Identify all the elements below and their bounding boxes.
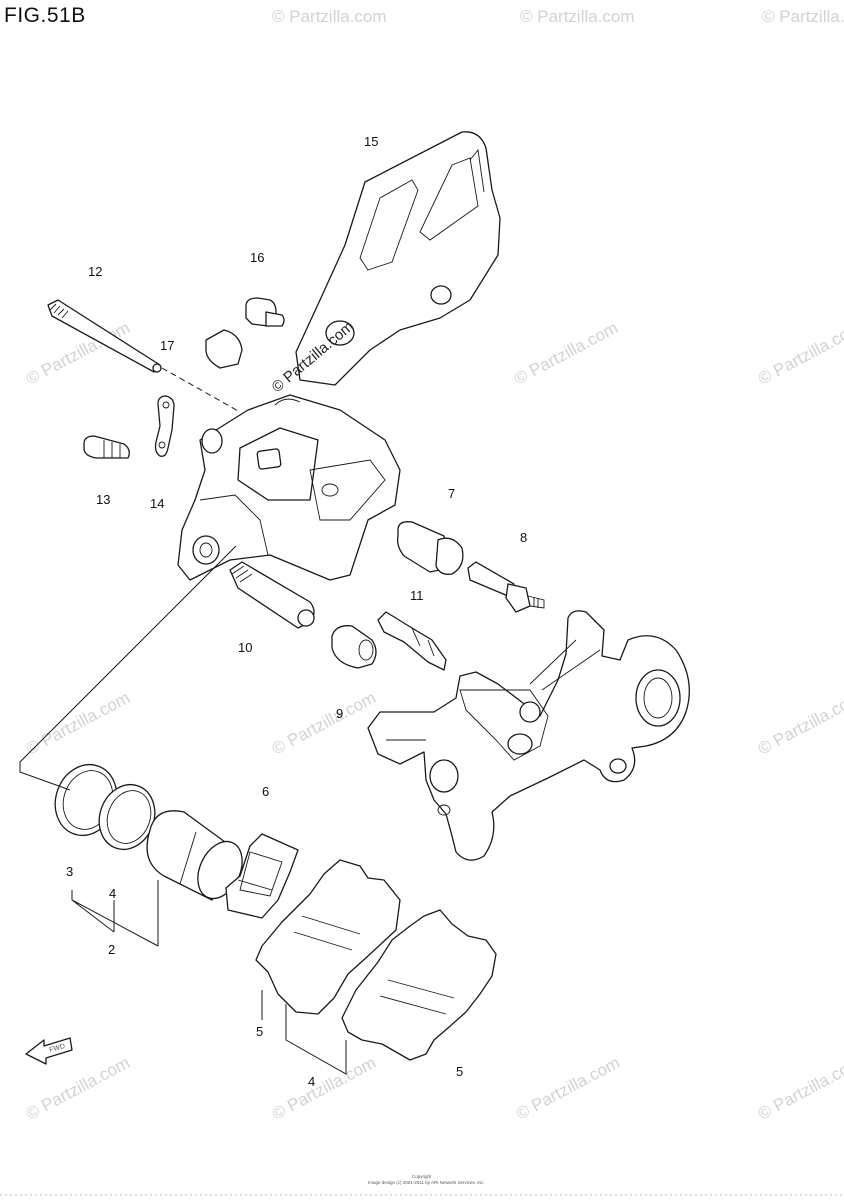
part-7-sleeve bbox=[396, 521, 464, 575]
callout-16: 16 bbox=[250, 250, 264, 265]
part-15-bracket-plate bbox=[295, 131, 501, 386]
part-9-boot bbox=[331, 625, 377, 669]
part-8-bolt bbox=[467, 561, 545, 613]
callout-2: 3 bbox=[66, 864, 73, 879]
callout-9: 9 bbox=[336, 706, 343, 721]
callout-14: 14 bbox=[150, 496, 164, 511]
callout-1: 2 bbox=[108, 942, 115, 957]
part-13-bleeder bbox=[83, 435, 130, 459]
callout-7: 7 bbox=[448, 486, 455, 501]
callout-4: 4 bbox=[308, 1074, 315, 1089]
part-6-shim bbox=[225, 833, 299, 919]
callout-13: 13 bbox=[96, 492, 110, 507]
part-11-spring bbox=[377, 611, 447, 671]
part-10-slide-pin bbox=[229, 561, 315, 629]
part-5-pad-left bbox=[255, 859, 401, 1015]
callout-5-left: 5 bbox=[256, 1024, 263, 1039]
part-17-cap bbox=[205, 329, 243, 369]
callout-8: 8 bbox=[520, 530, 527, 545]
leader-lines bbox=[19, 367, 347, 1075]
callout-5-right: 5 bbox=[456, 1064, 463, 1079]
fwd-label: FWD bbox=[49, 1043, 66, 1054]
watermark: © Partzilla.com bbox=[269, 688, 379, 759]
watermark: © Partzilla.com bbox=[755, 1053, 844, 1124]
callout-3: 4 bbox=[109, 886, 116, 901]
watermark: © Partzilla.com bbox=[520, 7, 635, 26]
part-12-pad-pin bbox=[47, 299, 162, 373]
watermark: © Partzilla.com bbox=[755, 318, 844, 389]
figure-title: FIG.51B bbox=[4, 4, 86, 27]
caliper-holder bbox=[367, 610, 690, 861]
watermark: © Partzilla.com bbox=[511, 318, 621, 389]
watermark: © Partzilla.com bbox=[513, 1053, 623, 1124]
footer-line-1: Copyright bbox=[412, 1174, 432, 1179]
callout-6: 6 bbox=[262, 784, 269, 799]
watermark: © Partzilla.com bbox=[272, 7, 387, 26]
callout-15: 15 bbox=[364, 134, 378, 149]
watermark: © Partzilla.com bbox=[23, 688, 133, 759]
callout-numbers: 15 12 16 17 13 14 7 8 11 10 9 6 3 4 2 5 … bbox=[66, 134, 527, 1089]
part-16-bolt bbox=[245, 297, 285, 327]
footer: Copyright Image design (c) 2001-2011 by … bbox=[0, 1174, 844, 1196]
callout-17: 17 bbox=[160, 338, 174, 353]
caliper-body bbox=[177, 394, 401, 581]
front-direction-arrow: FWD bbox=[25, 1037, 73, 1065]
watermark: © Partzilla.com bbox=[755, 688, 844, 759]
watermark: © Partzilla.com bbox=[269, 1053, 379, 1124]
part-14-clip bbox=[154, 395, 175, 457]
footer-line-2: Image design (c) 2001-2011 by ARI Networ… bbox=[368, 1180, 484, 1185]
watermark: © Partzilla.com bbox=[23, 1053, 133, 1124]
callout-11: 11 bbox=[410, 588, 424, 603]
callout-12: 12 bbox=[88, 264, 102, 279]
callout-10: 10 bbox=[238, 640, 252, 655]
part-5-pad-right bbox=[341, 909, 497, 1061]
watermark: © Partzilla.com bbox=[762, 7, 844, 26]
